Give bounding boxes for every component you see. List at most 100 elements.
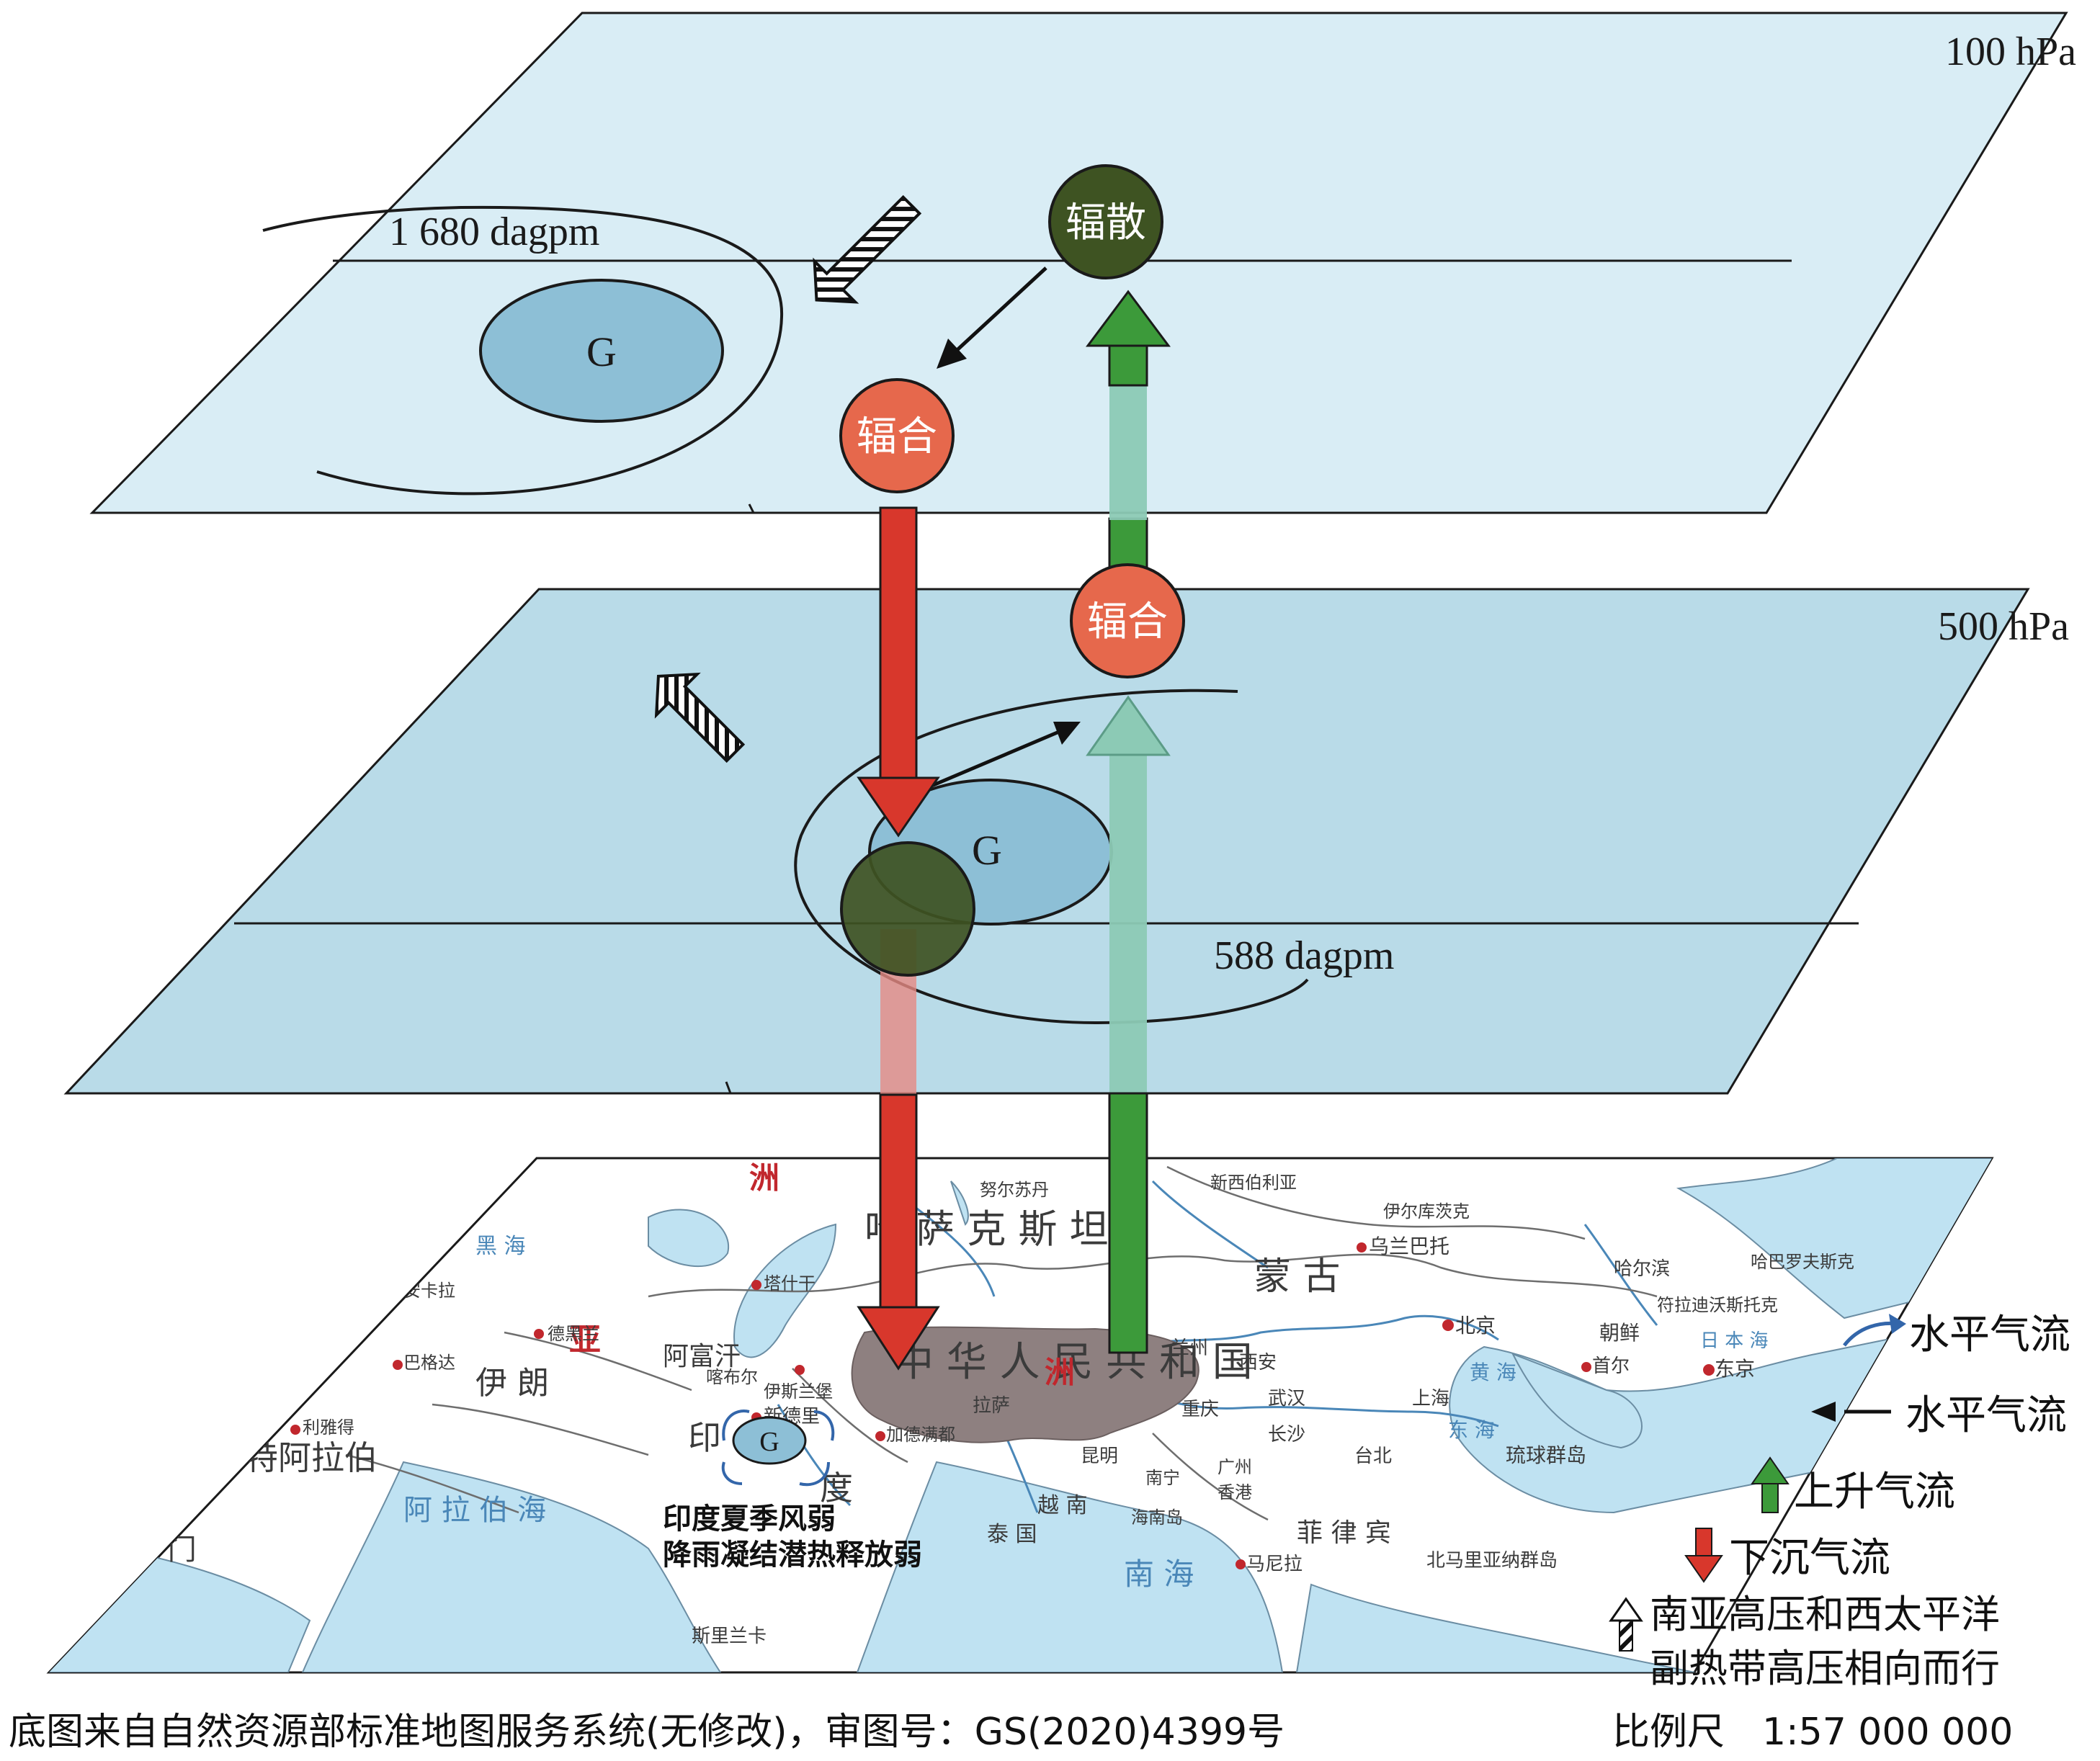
contour-588-label: 588 dagpm [1214, 933, 1394, 978]
map-label-nanhai: 南 海 [1124, 1556, 1194, 1592]
map-label-baghdad: 巴格达 [403, 1353, 455, 1373]
map-high-center [732, 1416, 807, 1465]
map-plateau [851, 1326, 1199, 1443]
base-map: 哈 萨 克 斯 坦 蒙 古 中 华 人 民 共 和 国 亚 洲 洲 伊 朗 阿富… [46, 1157, 1994, 1674]
map-label-ulan: 乌兰巴托 [1369, 1235, 1449, 1258]
high-center-upper-label: G [586, 328, 617, 375]
map-label-manila: 马尼拉 [1246, 1554, 1303, 1575]
svg-text:下沉气流: 下沉气流 [1729, 1535, 1890, 1582]
map-label-kunming: 昆明 [1081, 1446, 1118, 1467]
map-label-novosibirsk: 新西伯利亚 [1210, 1173, 1297, 1193]
horizontal-flow-middle [916, 722, 1081, 794]
map-label-ryukyu: 琉球群岛 [1506, 1443, 1586, 1467]
map-label-kathmandu: 加德满都 [886, 1425, 955, 1445]
map-label-arabia: 特阿拉伯 [245, 1438, 377, 1477]
svg-text:副热带高压相向而行: 副热带高压相向而行 [1650, 1646, 2000, 1691]
map-label-japan-sea: 日 本 海 [1700, 1330, 1769, 1352]
legend-horizontal-curved: 水平气流 [1843, 1312, 2070, 1358]
legend-opposing: 南亚高压和西太平洋 副热带高压相向而行 [1609, 1592, 2000, 1691]
svg-text:辐合: 辐合 [857, 413, 937, 460]
map-caption-line1: 印度夏季风弱 [663, 1502, 836, 1536]
svg-text:上升气流: 上升气流 [1794, 1469, 1955, 1515]
svg-text:南亚高压和西太平洋: 南亚高压和西太平洋 [1650, 1592, 2000, 1637]
map-label-zhou-mid: 洲 [1045, 1355, 1075, 1390]
map-label-india-a: 印 [688, 1418, 721, 1457]
map-label-mongol: 蒙 古 [1254, 1255, 1341, 1299]
sinking-arrow [857, 506, 940, 1371]
map-label-arab-sea: 阿 拉 伯 海 [403, 1494, 546, 1527]
high-center-middle-label: G [972, 827, 1002, 874]
map-label-tashkent: 塔什干 [764, 1273, 816, 1294]
map-label-iran: 伊 朗 [475, 1365, 549, 1402]
map-label-vladivostok: 符拉迪沃斯托克 [1657, 1295, 1778, 1315]
map-label-beijing: 北京 [1455, 1314, 1496, 1337]
footer-scale: 比例尺 1:57 000 000 [1612, 1711, 2013, 1754]
map-label-yellow-sea: 黄 海 [1470, 1361, 1516, 1384]
map-label-afghan: 阿富汗 [663, 1342, 741, 1371]
map-label-chongqing: 重庆 [1181, 1399, 1219, 1420]
map-label-xian: 西安 [1239, 1352, 1277, 1374]
map-high-swirl [721, 1410, 835, 1487]
map-label-vietnam: 越 南 [1037, 1493, 1088, 1518]
map-label-islamabad: 伊斯兰堡 [764, 1381, 833, 1402]
map-label-astana: 努尔苏丹 [980, 1180, 1049, 1200]
node-upper-converge: 辐合 [839, 378, 955, 493]
map-label-lhasa: 拉萨 [973, 1395, 1010, 1417]
map-label-mariana: 北马里亚纳群岛 [1426, 1550, 1558, 1572]
map-label-changsha: 长沙 [1268, 1424, 1305, 1446]
map-label-taiwan: 台北 [1354, 1446, 1392, 1467]
map-label-tokyo: 东京 [1715, 1357, 1755, 1381]
plane-tick-middle [725, 1081, 732, 1094]
horizontal-flow-upper [937, 266, 1047, 369]
node-upper-diverge: 辐散 [1048, 164, 1163, 279]
map-label-asia: 亚 [569, 1322, 601, 1358]
map-label-haikou: 海南岛 [1131, 1507, 1183, 1528]
plane-100hpa-label: 100 hPa [1945, 30, 2076, 74]
legend-horizontal-straight: 水平气流 [1811, 1392, 2067, 1439]
map-label-yemen: 也 门 [130, 1533, 197, 1567]
contour-588 [794, 689, 1309, 1025]
map-label-hongkong: 香港 [1217, 1482, 1252, 1502]
plane-tick-upper [748, 503, 755, 514]
map-label-khabarovsk: 哈巴罗夫斯克 [1751, 1252, 1854, 1272]
map-label-thailand: 泰 国 [987, 1522, 1037, 1547]
plane-500hpa-label: 500 hPa [1938, 604, 2069, 649]
svg-text:水平气流: 水平气流 [1909, 1312, 2070, 1358]
map-label-korea: 朝鲜 [1599, 1321, 1640, 1345]
svg-text:水平气流: 水平气流 [1905, 1392, 2067, 1439]
map-label-riyadh: 利雅得 [303, 1417, 354, 1438]
footer-source: 底图来自自然资源部标准地图服务系统(无修改)，审图号：GS(2020)4399号 [9, 1711, 1284, 1754]
map-label-tehran: 德黑兰 [548, 1324, 599, 1344]
map-label-zhou-top: 洲 [749, 1160, 779, 1196]
node-mid-diverge [840, 841, 975, 977]
node-mid-converge: 辐合 [1070, 563, 1185, 678]
map-label-wuhan: 武汉 [1268, 1388, 1305, 1410]
map-label-kabul: 喀布尔 [706, 1367, 758, 1387]
map-label-harbin: 哈尔滨 [1614, 1258, 1670, 1280]
map-label-east-sea: 东 海 [1448, 1418, 1495, 1442]
map-label-seoul: 首尔 [1592, 1356, 1630, 1377]
map-high-label: G [759, 1427, 779, 1457]
map-label-irkutsk: 伊尔库茨克 [1383, 1201, 1470, 1222]
svg-text:辐合: 辐合 [1087, 599, 1168, 645]
opposing-arrow-upper [813, 194, 922, 304]
map-label-lanzhou: 兰州 [1171, 1337, 1208, 1359]
map-label-shanghai: 上海 [1412, 1388, 1449, 1410]
legend: 水平气流 水平气流 上升气流 下沉气流 南亚高压和西太平洋 副热带高压相向而行 [1609, 1312, 2070, 1691]
map-label-ankara: 安卡拉 [403, 1281, 455, 1301]
plane-500hpa: 500 hPa G 588 dagpm [63, 588, 2069, 1095]
opposing-arrow-middle [654, 672, 746, 763]
contour-1680 [262, 205, 784, 496]
map-label-prc: 中 华 人 民 共 和 国 [893, 1339, 1253, 1386]
rising-arrow [1086, 290, 1171, 1354]
high-center-upper [479, 279, 724, 423]
legend-rising: 上升气流 [1751, 1456, 1955, 1515]
map-label-nanning: 南宁 [1145, 1468, 1180, 1488]
map-water [49, 1158, 1992, 1672]
map-caption-line2: 降雨凝结潜热释放弱 [663, 1538, 922, 1572]
svg-text:辐散: 辐散 [1065, 200, 1146, 246]
map-label-guangzhou: 广州 [1217, 1457, 1252, 1477]
map-label-black-sea: 黑 海 [475, 1234, 526, 1259]
legend-sinking: 下沉气流 [1684, 1528, 1890, 1583]
map-label-philippines: 菲 律 宾 [1297, 1518, 1391, 1548]
